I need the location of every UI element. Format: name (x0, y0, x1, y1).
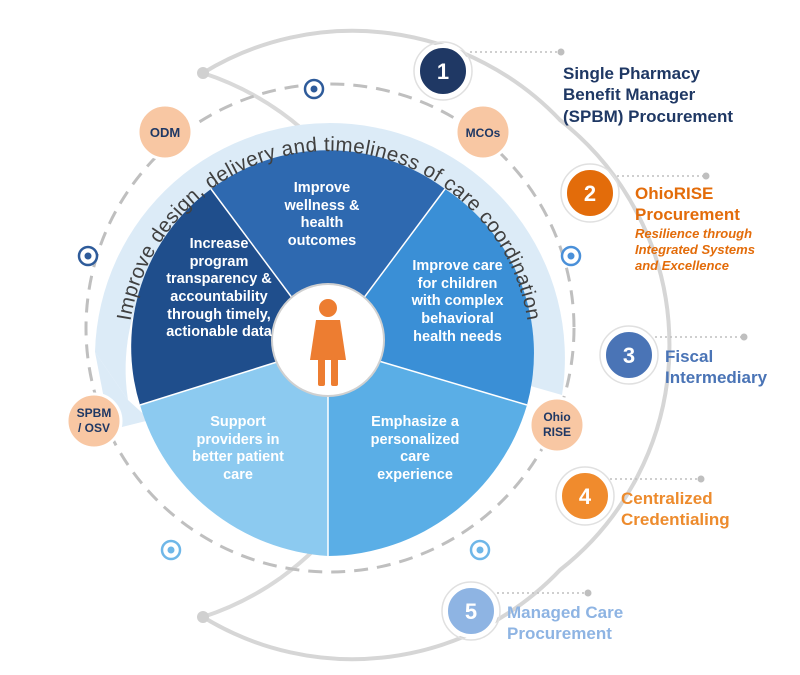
goal-providers: Support providers in better patient care (168, 414, 308, 485)
initiative-label-1: Single Pharmacy Benefit Manager (SPBM) P… (563, 63, 733, 127)
goal-line: care (400, 449, 430, 466)
goal-line: actionable data (166, 324, 272, 341)
initiative-line: Procurement (507, 624, 612, 644)
outer-ring-arc-right (201, 28, 672, 662)
initiative-badge-2: 2 (560, 163, 620, 223)
goal-line: health needs (413, 328, 502, 345)
target-icon (469, 539, 491, 561)
leader-dot (740, 333, 748, 341)
leader-dot (697, 475, 705, 483)
goal-wellness: Improve wellness & health outcomes (262, 180, 382, 251)
goal-line: better patient (192, 449, 284, 466)
goal-line: transparency & (166, 271, 272, 288)
svg-text:5: 5 (465, 599, 477, 624)
initiative-label-3: Fiscal Intermediary (665, 346, 767, 389)
initiative-line: Managed Care (507, 603, 624, 622)
goal-line: accountability (170, 289, 268, 306)
goal-line: wellness & (284, 197, 360, 214)
target-icon (303, 78, 325, 100)
initiative-line: Single Pharmacy (563, 64, 701, 83)
goal-line: care (223, 467, 253, 484)
goal-line: through timely, (167, 306, 271, 323)
stakeholder-odm: ODM (136, 103, 194, 161)
svg-text:/ OSV: / OSV (78, 421, 110, 435)
goal-line: personalized (370, 431, 460, 448)
svg-text:RISE: RISE (543, 425, 571, 439)
leader-dot (557, 48, 565, 56)
stakeholder-spbm-osv: SPBM / OSV (65, 392, 123, 450)
initiative-line: Intermediary (665, 368, 768, 388)
target-icon (160, 539, 182, 561)
initiative-badge-5: 5 (441, 581, 501, 641)
initiative-label-5: Managed Care Procurement (507, 602, 623, 645)
goal-line: program (189, 253, 249, 270)
goal-experience: Emphasize a personalized care experience (345, 414, 485, 485)
goal-children: Improve care for children with complex b… (385, 258, 530, 346)
goal-line: Increase (189, 236, 249, 252)
svg-text:ODM: ODM (150, 125, 180, 140)
goal-line: behavioral (421, 311, 494, 328)
initiative-badge-3: 3 (599, 325, 659, 385)
initiative-line: Centralized (621, 489, 713, 508)
initiative-label-4: Centralized Credentialing (621, 488, 730, 531)
svg-text:3: 3 (623, 343, 635, 368)
goal-line: Emphasize a (371, 414, 459, 430)
sector-experience (328, 346, 527, 556)
svg-text:2: 2 (584, 181, 596, 206)
initiative-subline: Integrated Systems (635, 241, 755, 257)
initiative-line: Procurement (635, 205, 740, 225)
sector-providers (140, 346, 328, 556)
target-icon (77, 245, 99, 267)
initiative-label-2: OhioRISE Procurement Resilience through … (635, 183, 755, 274)
goal-line: health (300, 215, 344, 232)
initiative-badge-1: 1 (413, 41, 473, 101)
goal-line: providers in (196, 431, 280, 448)
goal-line: Improve (293, 180, 351, 196)
target-icon (560, 245, 582, 267)
svg-text:1: 1 (437, 59, 449, 84)
initiative-line: (SPBM) Procurement (563, 106, 734, 126)
dashed-ring (84, 82, 576, 574)
initiative-line: Credentialing (621, 510, 730, 530)
goal-line: for children (417, 275, 498, 292)
initiative-subline: and Excellence (635, 258, 729, 273)
goal-line: with complex (411, 293, 504, 310)
initiative-line: OhioRISE (635, 184, 714, 203)
initiative-subline: Resilience through (635, 225, 753, 241)
goal-line: outcomes (287, 233, 357, 250)
svg-text:Ohio: Ohio (543, 410, 570, 424)
stakeholder-ohio-rise: Ohio RISE (528, 396, 586, 454)
goal-line: experience (377, 467, 453, 484)
leader-dot (584, 589, 592, 597)
goal-line: Support (210, 414, 266, 430)
svg-text:SPBM: SPBM (77, 406, 112, 420)
initiative-badge-4: 4 (555, 466, 615, 526)
svg-text:4: 4 (579, 484, 592, 509)
svg-text:MCOs: MCOs (466, 126, 501, 140)
stakeholder-mcos: MCOs (454, 103, 512, 161)
leader-dot (702, 172, 710, 180)
initiative-line: Benefit Manager (563, 85, 696, 105)
goal-line: Improve care (412, 258, 503, 274)
initiative-line: Fiscal (665, 347, 714, 366)
outer-ring-end-bottom (197, 611, 209, 623)
sector-wellness (211, 150, 445, 346)
outer-ring-end-top (197, 67, 209, 79)
goal-transparency: Increase program transparency & accounta… (140, 236, 298, 342)
person-icon (310, 299, 346, 386)
